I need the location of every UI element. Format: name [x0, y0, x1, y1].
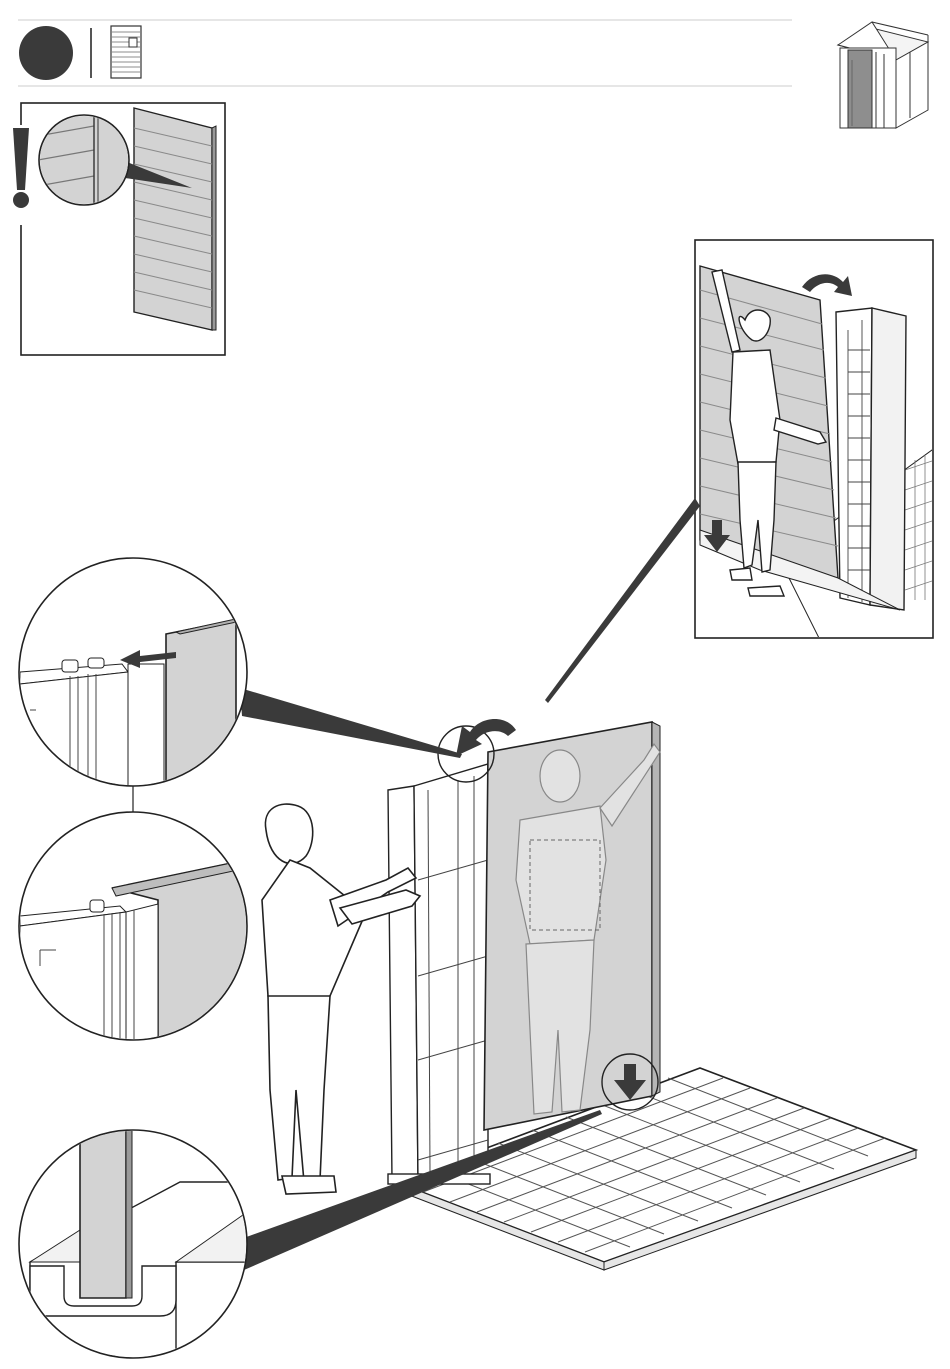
header	[18, 20, 792, 86]
panel-insert-detail	[695, 240, 950, 640]
warning-box	[7, 103, 225, 355]
floor-channel-detail	[19, 1120, 250, 1358]
wall-assembly-scene	[238, 688, 916, 1270]
top-connector-seated-detail	[19, 812, 248, 1040]
corner-post	[388, 764, 490, 1184]
shed-overview-icon	[838, 22, 928, 128]
step-number-badge	[19, 26, 73, 80]
wall-panel-icon	[111, 26, 141, 78]
exclamation-icon	[7, 125, 35, 225]
top-connector-detail	[19, 558, 247, 790]
